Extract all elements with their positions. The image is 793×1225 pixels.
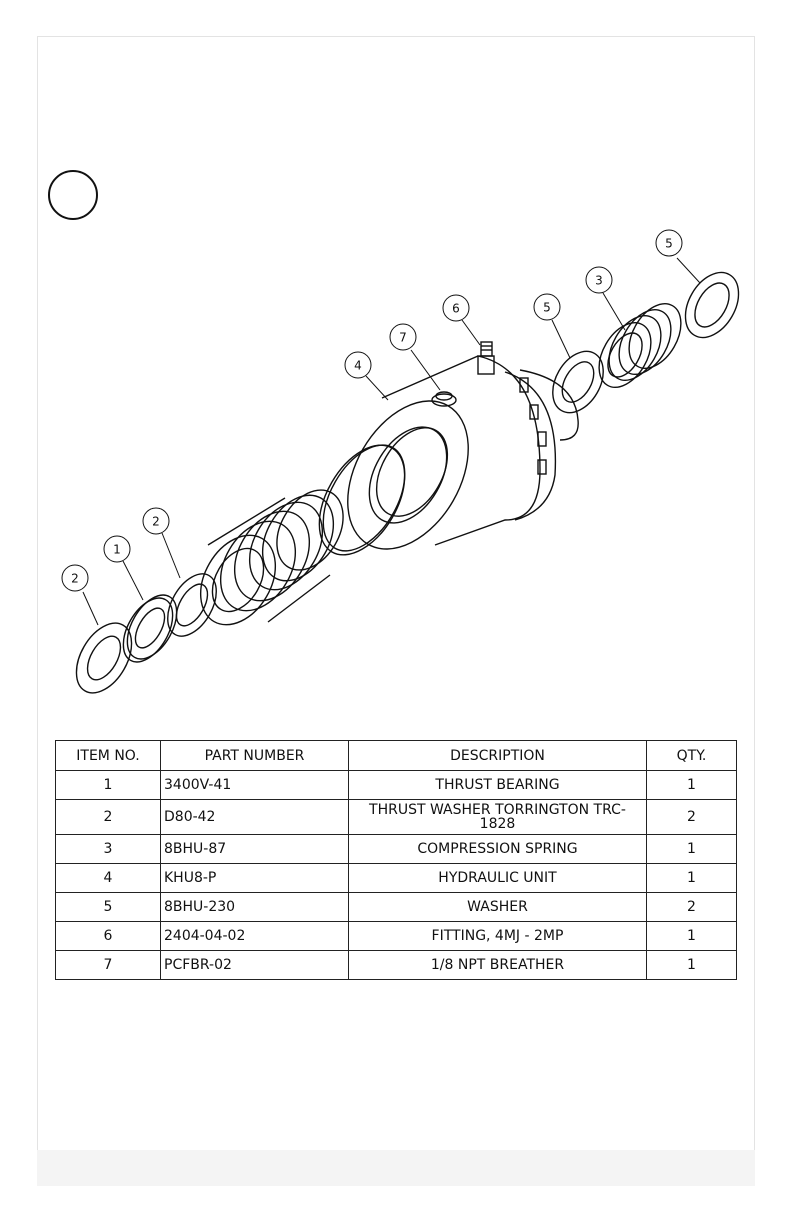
qty-cell: 1 <box>647 835 737 864</box>
threaded-piston-part <box>185 478 356 638</box>
balloon-fitting: 6 <box>443 295 469 321</box>
description-cell: WASHER <box>349 893 647 922</box>
svg-text:3: 3 <box>595 274 603 288</box>
svg-text:5: 5 <box>543 301 551 315</box>
svg-text:2: 2 <box>152 515 160 529</box>
svg-text:7: 7 <box>399 331 407 345</box>
balloon-hydraulic-unit: 4 <box>345 352 371 378</box>
balloon-thrust-bearing: 1 <box>104 536 130 562</box>
balloon-spring: 3 <box>586 267 612 293</box>
description-cell: HYDRAULIC UNIT <box>349 864 647 893</box>
item-no-cell: 5 <box>56 893 161 922</box>
item-no-cell: 1 <box>56 771 161 800</box>
description-cell: FITTING, 4MJ - 2MP <box>349 922 647 951</box>
svg-text:4: 4 <box>354 359 362 373</box>
bill-of-materials-table: ITEM NO. PART NUMBER DESCRIPTION QTY. 1 … <box>55 740 737 980</box>
qty-cell: 2 <box>647 800 737 835</box>
description-cell: THRUST BEARING <box>349 771 647 800</box>
table-row: 7 PCFBR-02 1/8 NPT BREATHER 1 <box>56 951 737 980</box>
exploded-assembly-drawing: 5 3 5 6 7 4 2 1 2 <box>0 0 793 730</box>
thrust-bearing-part <box>113 587 187 671</box>
header-item-no: ITEM NO. <box>56 741 161 771</box>
item-no-cell: 4 <box>56 864 161 893</box>
description-cell: COMPRESSION SPRING <box>349 835 647 864</box>
svg-text:1: 1 <box>113 543 121 557</box>
item-no-cell: 6 <box>56 922 161 951</box>
table-row: 6 2404-04-02 FITTING, 4MJ - 2MP 1 <box>56 922 737 951</box>
qty-cell: 1 <box>647 922 737 951</box>
header-description: DESCRIPTION <box>349 741 647 771</box>
header-part-number: PART NUMBER <box>161 741 349 771</box>
qty-cell: 1 <box>647 864 737 893</box>
table-row: 2 D80-42 THRUST WASHER TORRINGTON TRC-18… <box>56 800 737 835</box>
svg-text:6: 6 <box>452 302 460 316</box>
qty-cell: 1 <box>647 951 737 980</box>
balloon-breather: 7 <box>390 324 416 350</box>
hydraulic-unit-part <box>323 356 578 570</box>
table-row: 3 8BHU-87 COMPRESSION SPRING 1 <box>56 835 737 864</box>
item-no-cell: 3 <box>56 835 161 864</box>
part-number-cell: 8BHU-87 <box>161 835 349 864</box>
part-number-cell: D80-42 <box>161 800 349 835</box>
svg-text:5: 5 <box>665 237 673 251</box>
item-no-cell: 7 <box>56 951 161 980</box>
svg-text:2: 2 <box>71 572 79 586</box>
balloon-washer-mid: 5 <box>534 294 560 320</box>
spring-part <box>588 295 691 397</box>
qty-cell: 2 <box>647 893 737 922</box>
page-footer-band <box>37 1150 755 1186</box>
balloon-washer-right: 5 <box>656 230 682 256</box>
balloon-thrust-washer-mid: 2 <box>143 508 169 534</box>
washer-right-part <box>675 263 750 347</box>
part-number-cell: PCFBR-02 <box>161 951 349 980</box>
qty-cell: 1 <box>647 771 737 800</box>
part-number-cell: 2404-04-02 <box>161 922 349 951</box>
header-qty: QTY. <box>647 741 737 771</box>
part-number-cell: 8BHU-230 <box>161 893 349 922</box>
table-row: 1 3400V-41 THRUST BEARING 1 <box>56 771 737 800</box>
balloon-thrust-washer-left: 2 <box>62 565 88 591</box>
description-cell: THRUST WASHER TORRINGTON TRC-1828 <box>349 800 647 835</box>
table-row: 5 8BHU-230 WASHER 2 <box>56 893 737 922</box>
description-cell: 1/8 NPT BREATHER <box>349 951 647 980</box>
thrust-washer-left-part <box>65 614 143 703</box>
item-no-cell: 2 <box>56 800 161 835</box>
table-row: 4 KHU8-P HYDRAULIC UNIT 1 <box>56 864 737 893</box>
bom-header-row: ITEM NO. PART NUMBER DESCRIPTION QTY. <box>56 741 737 771</box>
part-number-cell: 3400V-41 <box>161 771 349 800</box>
part-number-cell: KHU8-P <box>161 864 349 893</box>
